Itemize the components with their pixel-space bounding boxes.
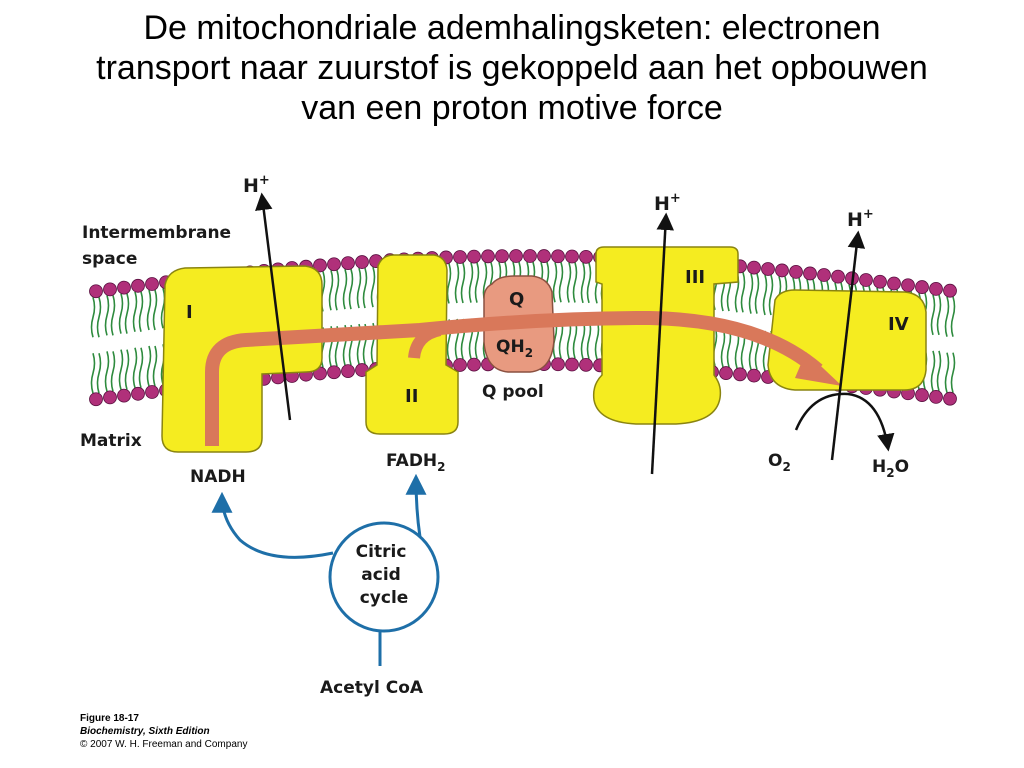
lipid-head [789,265,803,279]
lipid-head [103,282,117,297]
book-title: Biochemistry, Sixth Edition [80,726,210,737]
lipid-head [117,280,131,295]
lipid-head [453,250,467,264]
lipid-head [89,392,103,407]
fadh2-electron-arrow [408,324,442,359]
cycle-to-nadh-arrow [211,491,334,559]
slide-title: De mitochondriale ademhalingsketen: elec… [0,8,1024,128]
ubiquinol-label: QH2 [496,337,533,360]
lipid-head [117,388,131,403]
lipid-head [523,249,537,263]
lipid-head [929,281,943,296]
figure-caption: Figure 18-17 Biochemistry, Sixth Edition… [80,712,247,751]
lipid-head [327,257,341,272]
lipid-head [341,256,355,271]
nadh-label: NADH [190,467,246,487]
proton-label-complex-iv: H+ [847,207,874,231]
complex-iii-label: III [685,267,705,288]
lipid-head [467,249,481,264]
citric-acid-cycle-circle [328,521,440,633]
title-line-1: De mitochondriale ademhalingsketen: elec… [143,9,881,47]
title-line-2: transport naar zuurstof is gekoppeld aan… [96,49,928,87]
lipid-head [915,280,929,294]
acetyl-coa-label: Acetyl CoA [320,678,424,698]
lipid-head [775,263,789,278]
lipid-head [579,357,593,372]
figure-number: Figure 18-17 [80,713,139,724]
lipid-head [579,249,593,264]
lipid-head [817,268,831,282]
lipid-head [915,388,929,402]
q-pool-label: Q pool [482,382,544,402]
proton-label-complex-iii: H+ [654,191,681,215]
lipid-head [551,357,565,372]
lipid-head [341,364,355,379]
lipid-head [929,389,943,404]
complex-i-label: I [186,302,193,323]
lipid-head [747,368,761,383]
complex-i-shape [161,265,323,453]
lipid-head [831,269,845,284]
lipid-head [803,266,817,281]
lipid-head [943,391,957,406]
matrix-label: Matrix [80,431,142,451]
lipid-head [551,249,565,264]
proton-label-complex-i: H+ [243,173,270,197]
lipid-head [327,365,341,380]
lipid-head [873,274,887,289]
lipid-head [131,386,145,401]
lipid-head [313,258,327,273]
fadh2-label: FADH2 [386,451,446,474]
proton-arrow-complex-iv [830,230,866,461]
lipid-head [747,260,761,275]
proton-arrow-complex-iii [650,212,674,475]
electron-flow-arrow-head [795,352,842,386]
lipid-head [103,390,117,405]
title-line-3: van een proton motive force [301,89,723,127]
lipid-head [901,278,915,293]
lipid-head [509,249,523,263]
lipid-head [355,255,369,269]
lipid-head [761,262,775,276]
lipid-head [145,385,159,399]
citric-acid-cycle-label: Citric acid cycle [356,542,413,608]
lipid-head [943,283,957,298]
copyright-notice: © 2007 W. H. Freeman and Company [80,739,248,750]
lipid-head [131,278,145,293]
cycle-to-fadh2-arrow [405,473,427,538]
proton-arrow-complex-i [255,192,292,421]
lipid-head [495,249,509,264]
lipid-head [719,366,733,380]
complex-iv-label: IV [888,314,909,335]
oxygen-label: O2 [768,451,791,474]
complex-iii-shape [592,246,739,425]
lipid-head [859,273,873,287]
intermembrane-space-label: Intermembrane space [82,223,237,269]
lipid-head [565,357,579,372]
oxygen-reduction-arrow [794,392,895,452]
lipid-head [481,249,495,264]
lipid-head [453,358,467,372]
quinone-label: Q [509,289,524,310]
lipid-head [565,249,579,264]
water-label: H2O [872,457,909,480]
lipid-head [89,284,103,299]
complex-ii-label: II [405,386,418,407]
lipid-head [467,357,481,372]
electron-flow-arrow [205,310,823,446]
lipid-head [887,276,901,291]
lipid-head [145,277,159,291]
lipid-head [537,249,551,263]
lipid-head [733,367,747,382]
